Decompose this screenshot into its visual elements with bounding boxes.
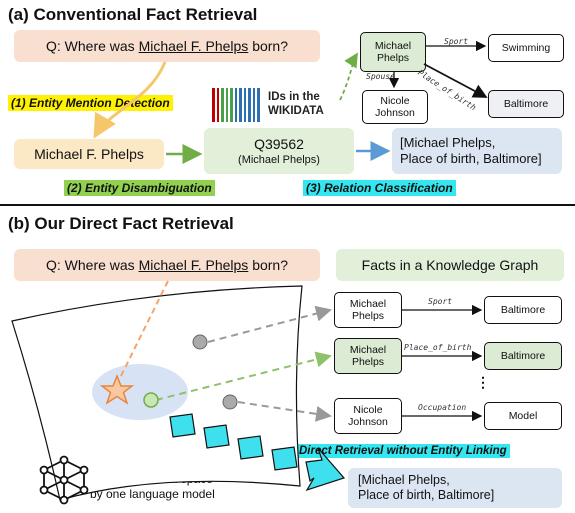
query-projection-line [119, 280, 169, 379]
node-label: Johnson [348, 416, 388, 428]
fact-point-highlighted [143, 392, 159, 408]
question-box-a: Q: Where was Michael F. Phelps born? [14, 30, 320, 62]
query-cluster-ellipse [92, 364, 188, 420]
wikidata-label-line1: IDs in the [268, 91, 320, 103]
wikidata-label-line2: WIKIDATA [268, 105, 324, 117]
node-label: Michael [349, 344, 387, 356]
result-box-b: [Michael Phelps, Place of birth, Baltimo… [348, 468, 562, 508]
question-suffix: born? [252, 38, 288, 54]
question-prefix: Q: Where was [45, 38, 135, 54]
node-label: Nicole [353, 404, 383, 416]
fact-relation-label: Occupation [418, 403, 467, 412]
section-divider [0, 204, 575, 206]
graph-node-baltimore: Baltimore [488, 90, 564, 118]
fact-relation-label: Sport [428, 297, 453, 306]
dashed-arrow-to-graph [339, 52, 358, 101]
node-label: Phelps [351, 310, 385, 322]
section-a-title: (a) Conventional Fact Retrieval [8, 5, 258, 24]
fact-point [192, 334, 208, 350]
result-a-line1: [Michael Phelps, [400, 135, 496, 150]
fact-point [222, 394, 238, 410]
wikidata-label: IDs in the WIKIDATA [268, 90, 324, 118]
kg-label-box: Facts in a Knowledge Graph [336, 249, 564, 281]
relation-sport-label: Sport [444, 37, 469, 46]
node-label: Michael [349, 298, 387, 310]
graph-node-swimming: Swimming [488, 34, 564, 62]
relation-spouse-label: Spouse [366, 72, 395, 81]
node-label: Phelps [351, 356, 385, 368]
dashed-link-fact-3 [237, 401, 332, 422]
caption-line2: by one language model [90, 487, 215, 501]
result-a-line2: Place of birth, Baltimore] [400, 151, 542, 166]
question-prefix: Q: Where was [45, 257, 135, 273]
direct-retrieval-arrow [169, 413, 346, 492]
step-relation-classification: (3) Relation Classification [303, 180, 456, 196]
direct-retrieval-label: Direct Retrieval without Entity Linking [296, 444, 510, 458]
fact-tail-node: Model [484, 402, 562, 430]
result-box-a: [Michael Phelps, Place of birth, Baltimo… [392, 128, 562, 174]
result-b-line2: Place of birth, Baltimore] [358, 488, 495, 502]
node-label: Michael [374, 40, 412, 52]
star-icon [99, 373, 135, 405]
dashed-link-fact-1 [207, 305, 332, 343]
node-label: Nicole [380, 95, 410, 107]
step-entity-mention-detection: (1) Entity Mention Detection [8, 95, 173, 111]
node-label: Phelps [376, 52, 410, 64]
fact-tail-node: Baltimore [484, 296, 562, 324]
neural-network-icon [39, 455, 89, 505]
fact-relation-label: Place_of_birth [404, 343, 472, 352]
dashed-link-fact-2 [155, 351, 332, 401]
node-label: Johnson [375, 107, 415, 119]
qid-value: Q39562 [254, 136, 304, 152]
fact-tail-node-highlighted: Baltimore [484, 342, 562, 370]
edge-place-of-birth [423, 63, 488, 98]
question-entity: Michael F. Phelps [138, 257, 249, 273]
section-b-title: (b) Our Direct Fact Retrieval [8, 214, 234, 233]
qid-box: Q39562 (Michael Phelps) [204, 128, 354, 174]
barcode-icon [212, 88, 262, 122]
qid-name: (Michael Phelps) [238, 154, 320, 166]
question-entity: Michael F. Phelps [138, 38, 249, 54]
more-facts-ellipsis: ⋮ [476, 374, 490, 390]
question-box-b: Q: Where was Michael F. Phelps born? [14, 249, 320, 281]
result-b-line1: [Michael Phelps, [358, 473, 450, 487]
question-suffix: born? [252, 257, 288, 273]
step-entity-disambiguation: (2) Entity Disambiguation [64, 180, 215, 196]
mention-box: Michael F. Phelps [14, 139, 164, 169]
arrow-question-to-mention [93, 61, 167, 139]
